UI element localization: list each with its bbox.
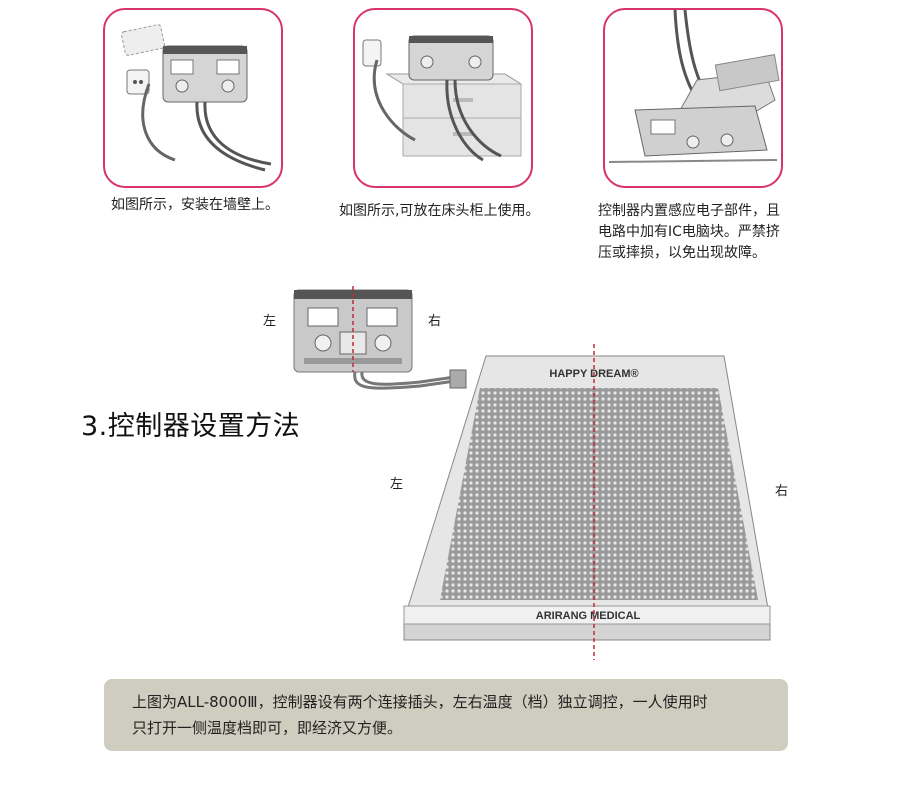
mat-left-label: 左 xyxy=(390,477,404,492)
controller-illustration xyxy=(293,289,467,390)
caption-line: 压或摔损，以免出现故障。 xyxy=(598,245,766,261)
wall-mount-illustration-panel xyxy=(103,8,283,188)
warning-illustration xyxy=(608,10,780,163)
note-line: 上图为ALL-8000Ⅲ，控制器设有两个连接插头，左右温度（档）独立调控，一人使… xyxy=(132,693,708,711)
heating-mat-illustration xyxy=(403,355,771,641)
panel-caption-bedside: 如图所示,可放在床头柜上使用。 xyxy=(339,201,539,222)
caption-line: 如图所示,可放在床头柜上使用。 xyxy=(339,203,540,219)
mat-bottom-brand: ARIRANG MEDICAL xyxy=(536,610,641,622)
panel-caption-wall: 如图所示，安装在墙壁上。 xyxy=(111,195,279,216)
bedside-illustration-panel xyxy=(353,8,533,188)
caption-line: 如图所示，安装在墙壁上。 xyxy=(111,197,279,213)
panel-caption-warning: 控制器内置感应电子部件，且 电路中加有IC电脑块。严禁挤 压或摔损，以免出现故障… xyxy=(598,201,798,264)
warning-illustration-panel xyxy=(603,8,783,188)
note-line: 只打开一侧温度档即可，即经济又方便。 xyxy=(132,719,403,737)
bedside-illustration xyxy=(362,35,523,162)
mat-right-label: 右 xyxy=(775,484,789,499)
caption-line: 控制器内置感应电子部件，且 xyxy=(598,203,780,219)
section-title: 3.控制器设置方法 xyxy=(81,411,301,442)
controller-left-label: 左 xyxy=(263,314,277,329)
wall-mount-illustration xyxy=(121,24,272,172)
controller-right-label: 右 xyxy=(428,314,442,329)
note-box: 上图为ALL-8000Ⅲ，控制器设有两个连接插头，左右温度（档）独立调控，一人使… xyxy=(104,679,788,751)
caption-line: 电路中加有IC电脑块。严禁挤 xyxy=(598,224,780,240)
